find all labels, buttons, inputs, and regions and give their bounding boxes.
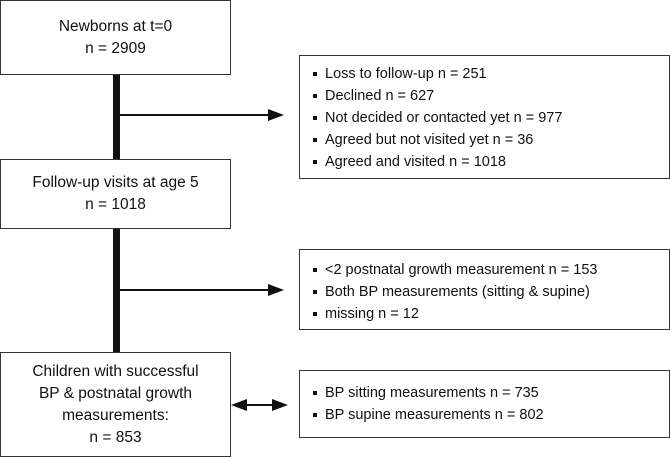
exclusion-item-missing: missing n = 12 — [313, 303, 597, 325]
status-list: Loss to follow-up n = 251 Declined n = 6… — [313, 63, 562, 173]
arrowhead-status-icon — [268, 109, 284, 121]
followup-box: Follow-up visits at age 5 n = 1018 — [0, 159, 231, 229]
bidirectional-line-bp — [247, 404, 273, 406]
final-box-line1: Children with successful — [32, 362, 199, 380]
followup-box-count: n = 1018 — [85, 196, 146, 213]
followup-box-title: Follow-up visits at age 5 — [32, 174, 199, 191]
final-box-line2: BP & postnatal growth — [38, 384, 193, 402]
bp-list: BP sitting measurements n = 735 BP supin… — [313, 382, 544, 426]
status-item-agreed-visited: Agreed and visited n = 1018 — [313, 151, 562, 173]
connector-start-to-followup — [113, 75, 120, 159]
bp-box: BP sitting measurements n = 735 BP supin… — [299, 370, 670, 438]
exclusion-item-bp: Both BP measurements (sitting & supine) — [313, 281, 597, 303]
branch-line-exclusion — [120, 289, 269, 291]
right-arrowhead-bp-icon — [272, 399, 288, 411]
bp-item-sitting: BP sitting measurements n = 735 — [313, 382, 544, 404]
status-item-declined: Declined n = 627 — [313, 85, 562, 107]
start-box-count: n = 2909 — [85, 39, 146, 57]
start-box: Newborns at t=0 n = 2909 — [0, 0, 231, 75]
exclusion-box: <2 postnatal growth measurement n = 153 … — [299, 249, 670, 330]
branch-line-status — [120, 114, 269, 116]
status-item-loss: Loss to follow-up n = 251 — [313, 63, 562, 85]
status-item-not-decided: Not decided or contacted yet n = 977 — [313, 107, 562, 129]
start-box-title: Newborns at t=0 — [58, 17, 173, 35]
final-box-line3: measurements: — [62, 406, 169, 424]
left-arrowhead-bp-icon — [231, 399, 247, 411]
arrowhead-exclusion-icon — [268, 284, 284, 296]
connector-followup-to-final — [113, 229, 120, 352]
exclusion-list: <2 postnatal growth measurement n = 153 … — [313, 259, 597, 325]
final-box: Children with successful BP & postnatal … — [0, 352, 231, 457]
final-box-count: n = 853 — [89, 428, 142, 446]
status-box: Loss to follow-up n = 251 Declined n = 6… — [299, 55, 670, 179]
status-item-agreed-not-visited: Agreed but not visited yet n = 36 — [313, 129, 562, 151]
bp-item-supine: BP supine measurements n = 802 — [313, 404, 544, 426]
exclusion-item-growth: <2 postnatal growth measurement n = 153 — [313, 259, 597, 281]
